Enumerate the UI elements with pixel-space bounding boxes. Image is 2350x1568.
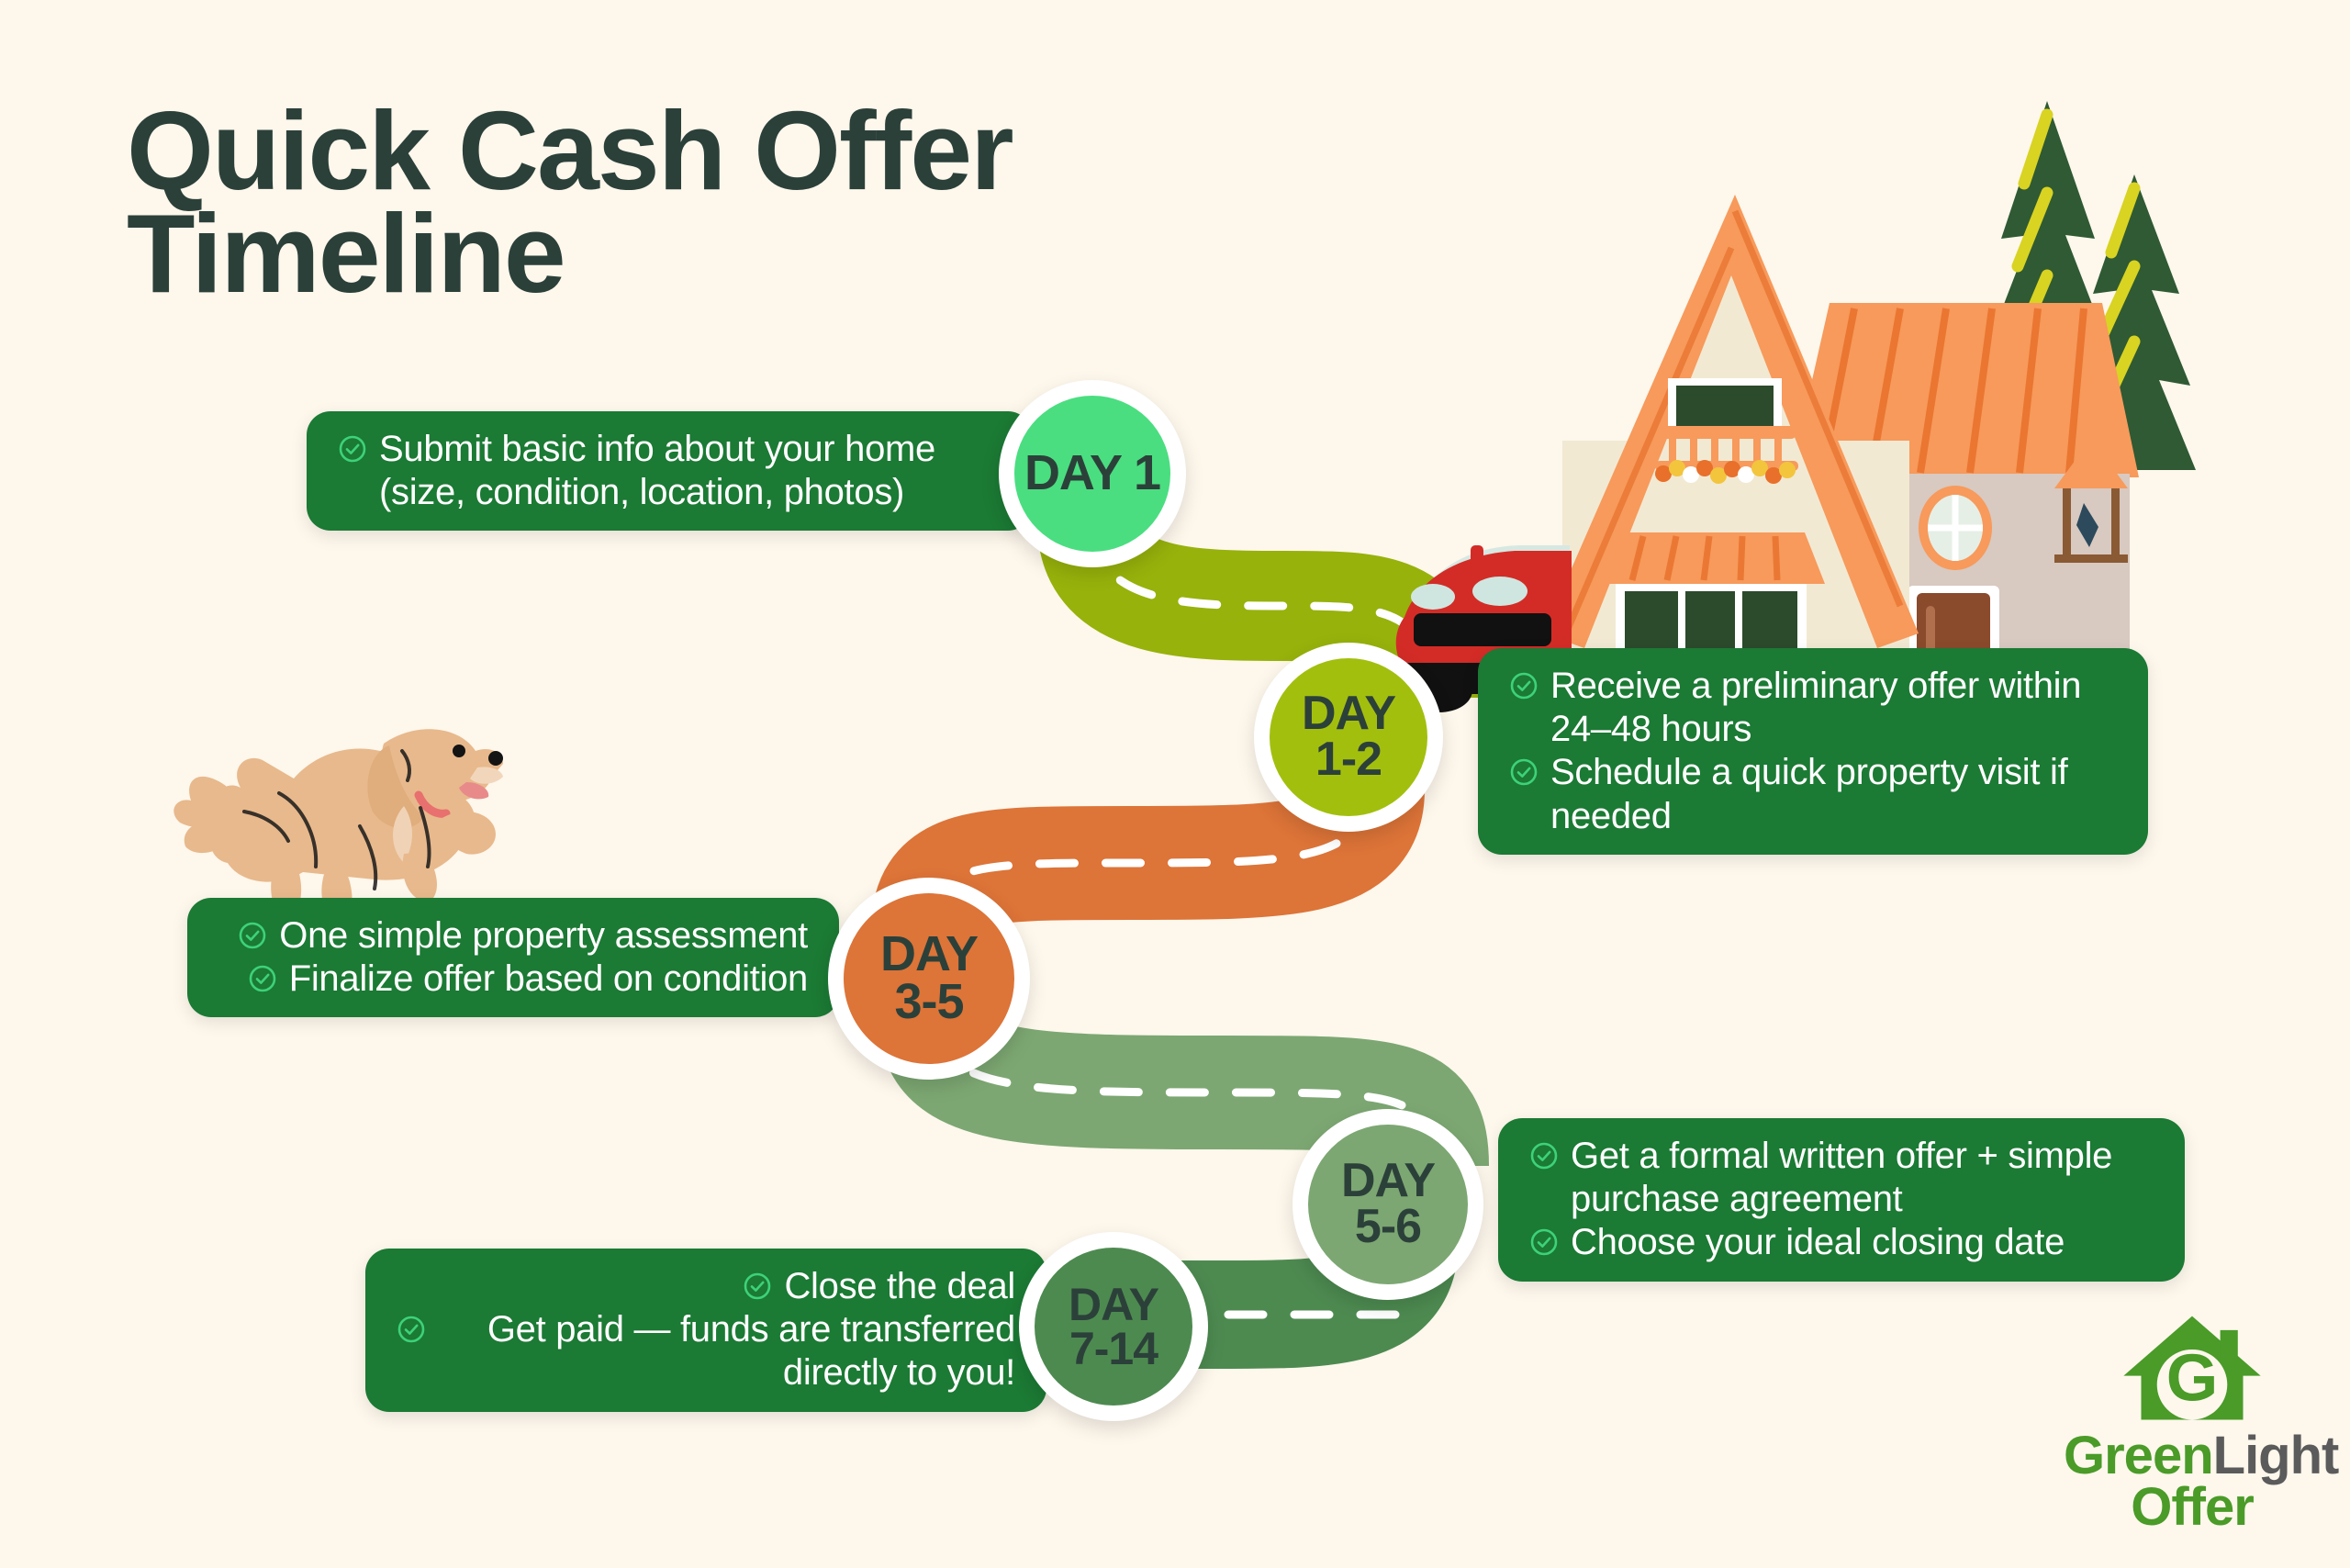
title-line-2: Timeline — [127, 191, 566, 317]
day-badge-3-inner: DAY 3-5 — [844, 893, 1014, 1064]
check-circle-icon — [338, 434, 367, 464]
day-badge-4-label-1: DAY — [1340, 1154, 1436, 1208]
check-circle-icon — [1509, 671, 1539, 700]
step-item: One simple property assessment — [218, 914, 808, 958]
day-badge-1-inner: DAY 1 — [1014, 396, 1170, 552]
day-badge-5-inner: DAY 7-14 — [1035, 1248, 1192, 1406]
logo-word-light: Light — [2212, 1426, 2340, 1485]
day-badge-5-label-1: DAY — [1069, 1279, 1159, 1330]
road-dash-1 — [1088, 519, 1437, 702]
step-card-3[interactable]: One simple property assessment Finalize … — [187, 898, 839, 1018]
step-item-text: Schedule a quick property visit if neede… — [1550, 752, 2068, 836]
day-badge-2-label-1: DAY — [1301, 687, 1396, 741]
day-badge-2-inner: DAY 1-2 — [1270, 658, 1427, 816]
day-badge-3[interactable]: DAY 3-5 — [828, 878, 1030, 1080]
day-badge-4-inner: DAY 5-6 — [1308, 1125, 1468, 1284]
day-badge-1-label: DAY 1 — [1024, 445, 1161, 501]
check-circle-icon — [1509, 757, 1539, 787]
step-item-text: Finalize offer based on condition — [288, 958, 809, 1000]
day-badge-2-label-2: 1-2 — [1315, 733, 1382, 786]
day-badge-4-label-2: 5-6 — [1354, 1200, 1422, 1253]
step-item-text: Get a formal written offer + simple purc… — [1571, 1136, 2113, 1220]
step-item: Get paid — funds are transferred directl… — [397, 1308, 1015, 1394]
check-circle-icon — [743, 1271, 772, 1301]
check-circle-icon — [1529, 1227, 1559, 1257]
check-circle-icon — [397, 1315, 426, 1344]
day-badge-5[interactable]: DAY 7-14 — [1019, 1232, 1208, 1421]
step-item: Get a formal written offer + simple purc… — [1529, 1135, 2154, 1221]
step-item: Receive a preliminary offer within 24–48… — [1509, 665, 2117, 751]
step-card-2[interactable]: Receive a preliminary offer within 24–48… — [1478, 648, 2148, 855]
day-badge-3-label-1: DAY — [879, 926, 979, 982]
logo-letter-g: G — [2166, 1340, 2219, 1415]
step-item: Submit basic info about your home (size,… — [338, 428, 1001, 514]
step-item-text: Receive a preliminary offer within 24–48… — [1550, 666, 2082, 750]
logo-word-offer: Offer — [2131, 1476, 2255, 1537]
check-circle-icon — [248, 964, 277, 993]
step-item: Choose your ideal closing date — [1529, 1221, 2154, 1264]
step-item-text: Get paid — funds are transferred directl… — [487, 1309, 1015, 1394]
step-card-5[interactable]: Close the deal Get paid — funds are tran… — [365, 1249, 1046, 1412]
step-item-text: One simple property assessment — [279, 915, 808, 956]
day-badge-1[interactable]: DAY 1 — [999, 380, 1186, 567]
check-circle-icon — [238, 921, 267, 950]
step-item-text: Close the deal — [784, 1266, 1015, 1306]
day-badge-5-label-2: 7-14 — [1069, 1323, 1158, 1374]
logo-word-green: Green — [2064, 1426, 2214, 1485]
step-item-text: Submit basic info about your home (size,… — [379, 429, 935, 513]
house-g-logo-icon: G — [2123, 1316, 2261, 1420]
brand-logo[interactable]: G GreenLight Offer — [2064, 1307, 2339, 1537]
step-item: Finalize offer based on condition — [218, 958, 808, 1001]
step-card-4[interactable]: Get a formal written offer + simple purc… — [1498, 1118, 2185, 1282]
day-badge-4[interactable]: DAY 5-6 — [1292, 1109, 1483, 1300]
page-title: Quick Cash Offer Timeline — [127, 95, 1274, 317]
step-card-1[interactable]: Submit basic info about your home (size,… — [307, 411, 1032, 532]
logo-wordmark: GreenLight Offer — [2064, 1429, 2339, 1537]
check-circle-icon — [1529, 1141, 1559, 1170]
title-line-1: Quick Cash Offer — [127, 88, 1014, 213]
step-item: Close the deal — [397, 1265, 1015, 1308]
step-item-text: Choose your ideal closing date — [1571, 1222, 2065, 1263]
day-badge-2[interactable]: DAY 1-2 — [1254, 643, 1443, 832]
step-item: Schedule a quick property visit if neede… — [1509, 751, 2117, 837]
day-badge-3-label-2: 3-5 — [894, 974, 964, 1029]
